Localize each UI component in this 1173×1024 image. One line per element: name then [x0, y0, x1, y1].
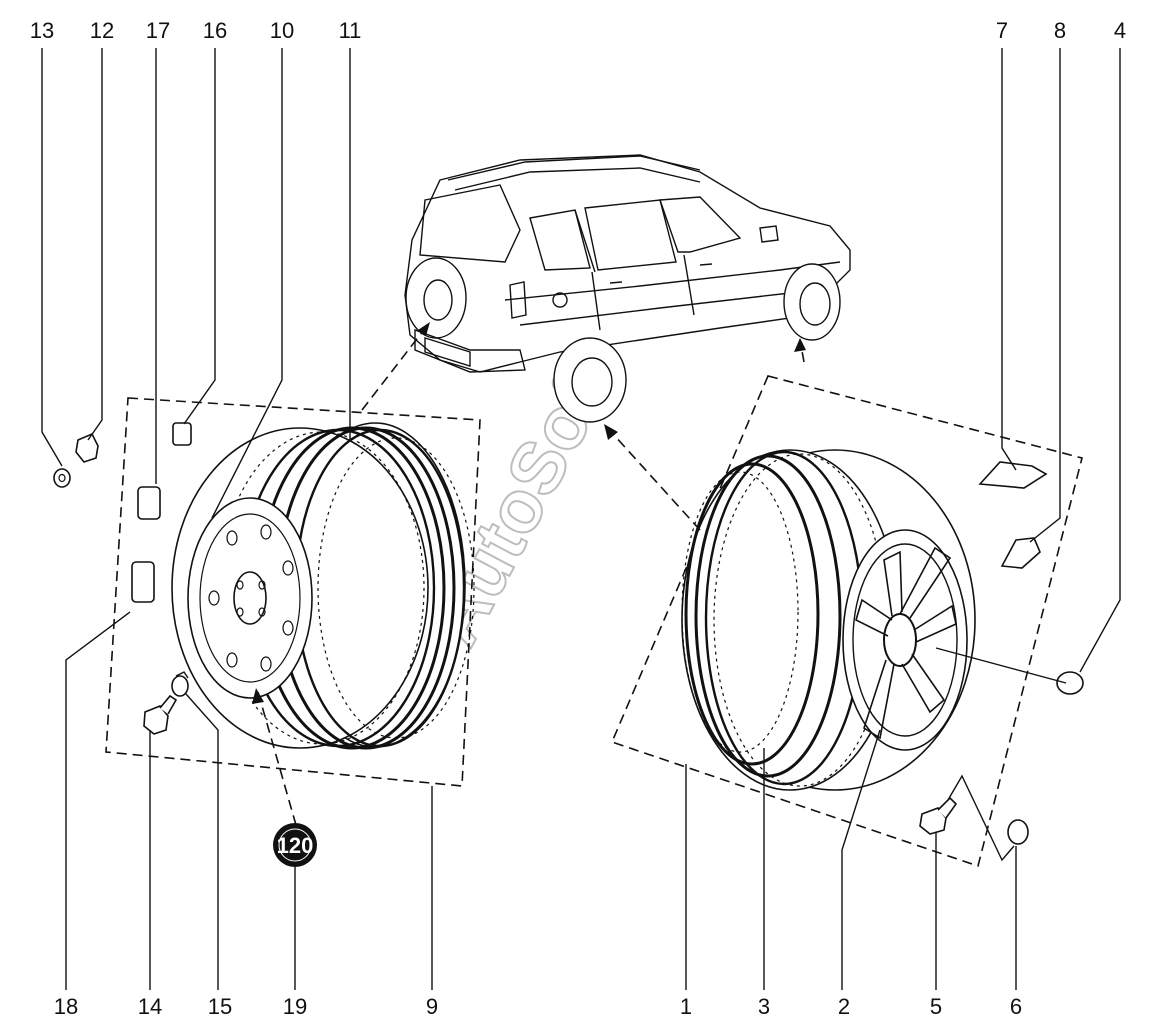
- wheel-bolt-14: [143, 694, 178, 735]
- speed-limit-badge: 120: [273, 823, 317, 867]
- callout-14: 14: [138, 994, 162, 1019]
- callout-1: 1: [680, 994, 692, 1019]
- callout-13: 13: [30, 18, 54, 43]
- bolt-cap-6: [1007, 819, 1029, 845]
- callout-7: 7: [996, 18, 1008, 43]
- washer-13: [53, 468, 71, 488]
- callout-2: 2: [838, 994, 850, 1019]
- callout-4: 4: [1114, 18, 1126, 43]
- valve-15: [171, 671, 189, 697]
- wheel-bolt-5: [919, 796, 958, 835]
- hub-cap-4: [1056, 671, 1084, 695]
- callout-10: 10: [270, 18, 294, 43]
- callout-8: 8: [1054, 18, 1066, 43]
- balancing-weight-16: [172, 422, 192, 446]
- callout-12: 12: [90, 18, 114, 43]
- callout-16: 16: [203, 18, 227, 43]
- leader-lines: [41, 48, 1121, 990]
- callout-11: 11: [339, 18, 362, 43]
- group-bracket-5-6: [947, 774, 1015, 862]
- balancing-weight-18: [131, 561, 155, 603]
- callout-9: 9: [426, 994, 438, 1019]
- right-group-boundary: [610, 375, 1083, 868]
- assembly-arrows: [252, 321, 806, 826]
- vehicle-illustration: [404, 154, 851, 423]
- callout-labels: 13 12 17 16 10 11 7 8 4 18 14 15 19 9 1 …: [30, 18, 1126, 1019]
- callout-17: 17: [146, 18, 170, 43]
- alloy-wheel-assembly: [681, 449, 976, 791]
- wheel-nut-12: [75, 432, 99, 463]
- callout-18: 18: [54, 994, 78, 1019]
- callout-15: 15: [208, 994, 232, 1019]
- steel-wheel-assembly: [171, 422, 475, 750]
- balancing-weight-7: [978, 461, 1048, 489]
- balancing-weight-17: [137, 486, 161, 520]
- callout-6: 6: [1010, 994, 1022, 1019]
- callout-19: 19: [283, 994, 307, 1019]
- callout-3: 3: [758, 994, 770, 1019]
- callout-5: 5: [930, 994, 942, 1019]
- balancing-weight-8: [1000, 537, 1041, 569]
- speed-badge-value: 120: [277, 833, 314, 858]
